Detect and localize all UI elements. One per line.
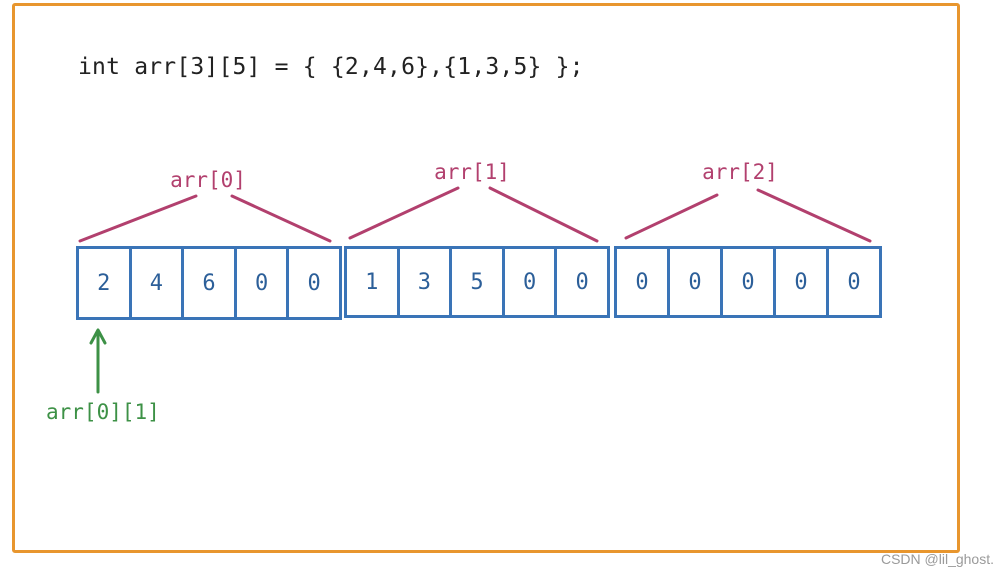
diagram-frame <box>12 3 960 553</box>
array-cell: 0 <box>575 269 589 295</box>
array-cell: 1 <box>347 249 400 315</box>
group-label-arr2: arr[2] <box>702 160 778 184</box>
array-cell: 0 <box>237 249 290 317</box>
array-cell: 0 <box>670 249 723 315</box>
pointer-label: arr[0][1] <box>46 400 160 424</box>
bracket-arr0-left <box>78 194 198 243</box>
array-cell: 5 <box>452 249 505 315</box>
array-cell: 0 <box>505 249 558 315</box>
code-declaration: int arr[3][5] = { {2,4,6},{1,3,5} }; <box>78 54 584 80</box>
array-cell: 2 <box>79 249 132 317</box>
array-cell: 6 <box>184 249 237 317</box>
array-cell: 0 <box>776 249 829 315</box>
array-row-0: 2 4 6 0 0 <box>76 246 342 320</box>
watermark: CSDN @lil_ghost. <box>880 551 994 567</box>
bracket-arr1-right <box>488 186 599 243</box>
array-cell: 0 <box>723 249 776 315</box>
pointer-arrow-head <box>89 328 107 345</box>
array-row-1: 1 3 5 0 0 <box>344 246 610 318</box>
group-label-arr0: arr[0] <box>170 168 246 192</box>
array-row-2: 0 0 0 0 0 <box>614 246 882 318</box>
array-cell: 4 <box>132 249 185 317</box>
bracket-arr1-left <box>348 186 460 240</box>
array-cell: 0 <box>307 270 321 296</box>
array-cell: 0 <box>847 269 861 295</box>
bracket-arr2-left <box>624 193 719 240</box>
bracket-arr2-right <box>756 188 872 243</box>
array-cell: 3 <box>400 249 453 315</box>
bracket-arr0-right <box>230 194 332 243</box>
array-cell: 0 <box>617 249 670 315</box>
group-label-arr1: arr[1] <box>434 160 510 184</box>
